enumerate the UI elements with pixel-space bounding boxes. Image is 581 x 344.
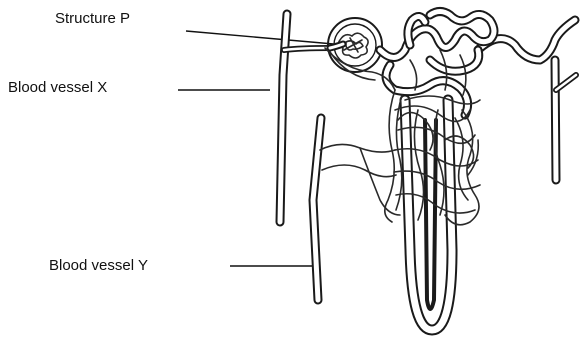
renal-vein-branch xyxy=(478,20,576,180)
leader-line-structure-p xyxy=(186,31,345,45)
blood-vessel-y xyxy=(313,118,321,300)
structure-p-bowmans-capsule xyxy=(328,18,382,72)
proximal-convoluted-tubule xyxy=(380,12,494,72)
